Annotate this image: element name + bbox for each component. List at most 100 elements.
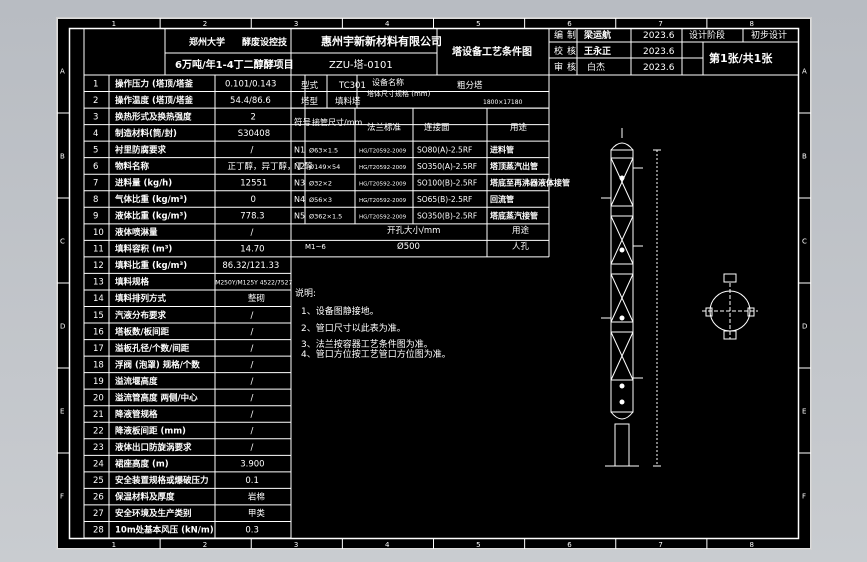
svg-text:2023.6: 2023.6 [643,63,675,73]
zone-column-label: 6 [567,541,572,549]
nozzle-use: 塔顶蒸汽出管 [490,161,538,171]
packing-bed [610,157,634,207]
checker-name: 王永正 [584,45,611,57]
zone-row-label: B [802,153,807,161]
nozzle-use: 回流管 [490,194,514,204]
zone-column-label: 2 [203,541,207,549]
param-name: 操作温度 (塔顶/塔釜 [115,95,193,106]
param-name: 进料量 (kg/h) [115,177,172,188]
nozzle-size: Ø362×1.5 [309,213,342,221]
param-value: 岩棉 [248,492,265,503]
param-number: 6 [93,162,98,172]
param-value: / [250,145,253,155]
param-name: 溢流堰高度 [115,376,158,387]
param-number: 11 [93,245,104,255]
zone-column-label: 5 [476,20,480,28]
param-value: 2 [250,112,255,122]
zone-row-label: E [60,408,64,416]
param-name: 气体比重 (kg/m³) [114,194,187,205]
note-2: 2、管口尺寸以此表为准。 [301,322,406,334]
param-name: 溢流管高度 两侧/中心 [115,392,198,403]
param-name: 溢板孔径/个数/间距 [115,343,190,354]
param-number: 8 [93,195,98,205]
param-number: 15 [93,311,104,321]
project-name: 6万吨/年1-4丁二醇酵项目 [175,58,294,71]
param-value: 54.4/86.6 [230,96,271,106]
designer-name: 梁运航 [583,29,611,41]
param-name: 保温材料及厚度 [114,492,175,503]
nozzle-face: SO350(B)-2.5RF [417,212,477,221]
param-value: 0.1 [245,476,259,486]
param-name: 液体出口防旋涡要求 [115,442,192,453]
param-number: 23 [93,443,104,453]
param-number: 19 [93,377,104,387]
param-number: 18 [93,360,104,370]
zone-row-label: C [60,238,65,246]
svg-text:法兰标准: 法兰标准 [367,122,402,133]
param-value: 0 [250,195,255,205]
nozzle-size: Ø149×54 [309,163,340,171]
param-value: / [250,410,253,420]
parameter-table [84,75,550,539]
param-number: 22 [93,427,104,437]
packing-bed-diagonal [610,273,634,323]
notes-title: 说明: [295,287,316,299]
param-number: 20 [93,393,104,403]
param-number: 12 [93,261,104,271]
param-name: 填料比重 (kg/m³) [115,260,187,271]
inner-frame [68,27,800,540]
param-number: 17 [93,344,104,354]
param-value: 12551 [240,178,267,188]
param-value: 整砌 [248,293,265,304]
param-number: 7 [93,178,98,188]
zone-column-label: 2 [203,20,207,28]
nozzle-standard: HG/T20592-2009 [359,215,407,221]
zone-row-label: E [802,408,806,416]
param-number: 16 [93,327,104,337]
param-value: / [250,443,253,453]
param-value: 甲类 [248,508,266,519]
zone-column-label: 5 [476,541,480,549]
param-value: / [250,228,253,238]
zone-row-label: D [60,323,65,331]
svg-text:填料塔: 填料塔 [335,96,361,107]
manhole-symbol: M1~6 [305,243,326,251]
zone-column-label: 8 [749,20,753,28]
param-name: 10m处基本风压 (kN/m) [115,525,214,536]
param-name: 填料容积 (m³) [115,244,172,255]
param-value: / [250,393,253,403]
note-1: 1、设备图静接地。 [301,305,379,317]
param-number: 21 [93,410,104,420]
packing-bed-diagonal [610,331,634,381]
svg-text:开孔大小/mm: 开孔大小/mm [387,225,440,236]
param-value: 正丁醇，异丁醇，丁醇 [228,161,314,172]
param-number: 13 [93,278,104,288]
param-name: 降液管规格 [115,409,158,420]
nozzle-standard: HG/T20592-2009 [359,198,407,204]
nozzle-use: 塔底蒸汽接管 [490,211,538,221]
zone-row-label: C [802,238,807,246]
nozzle-size: Ø56×3 [309,196,332,204]
nozzle-symbol: N3 [294,178,305,187]
param-number: 27 [93,509,104,519]
packing-beds [610,157,634,381]
zone-column-label: 7 [658,20,662,28]
param-number: 10 [93,228,104,238]
packing-bed [610,273,634,323]
nozzle-symbol: N2 [294,162,305,171]
svg-text:符号: 符号 [294,117,311,128]
nozzle-symbol: N4 [294,195,305,204]
param-value: 14.70 [240,245,264,255]
zone-row-label: A [60,68,65,76]
param-name: 塔板数/板间距 [115,326,170,337]
stage-value: 初步设计 [751,29,787,41]
param-value: / [250,311,253,321]
dept-label: 酵废设控技 [242,36,288,48]
param-number: 25 [93,476,104,486]
note-4: 4、管口方位按工艺管口方位图为准。 [301,348,451,360]
nozzle-face: SO80(A)-2.5RF [417,145,472,154]
param-name: 安全装置规格或爆破压力 [115,475,209,486]
note-3: 3、法兰按容器工艺条件图为准。 [301,338,433,350]
